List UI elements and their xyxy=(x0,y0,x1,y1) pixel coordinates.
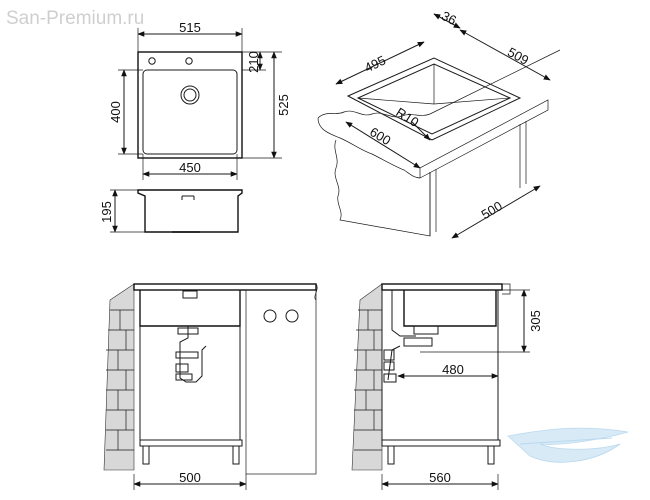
dim-36: 36 xyxy=(439,8,459,28)
watermark-text: San-Premium.ru xyxy=(6,8,144,29)
cabinet-front-view: 500 xyxy=(103,283,318,490)
bowl-outline xyxy=(142,69,238,155)
countertop-front xyxy=(133,283,317,291)
sink-outline xyxy=(137,51,243,159)
countertop-side xyxy=(381,283,503,291)
siphon-front xyxy=(179,326,207,383)
drain-inner xyxy=(183,88,197,102)
dim-195: 195 xyxy=(99,201,114,223)
dim-305: 305 xyxy=(528,310,543,332)
dim-r10: R10 xyxy=(393,105,421,130)
dim-500: 500 xyxy=(479,198,505,222)
tap-hole-right xyxy=(185,57,193,65)
cabinet-base-front xyxy=(139,439,243,447)
wall-left xyxy=(103,283,135,471)
cabinet-base-side xyxy=(381,439,501,447)
cabinet-side-view: 305 480 560 xyxy=(351,283,543,490)
tap-hole-left xyxy=(148,57,156,65)
isometric-view: 495 36 509 R10 600 500 xyxy=(317,8,561,239)
overflow-front xyxy=(182,290,198,299)
sink-side xyxy=(403,290,497,327)
knob-2 xyxy=(285,309,299,323)
leg-left-front xyxy=(142,445,150,465)
drain-outer xyxy=(180,85,200,105)
dim-509: 509 xyxy=(505,44,531,68)
knob-1 xyxy=(263,309,277,323)
dim-560: 560 xyxy=(429,470,451,485)
section-view: 195 xyxy=(99,189,243,233)
dim-495: 495 xyxy=(362,52,388,75)
leg-right-side xyxy=(487,445,495,465)
dim-400: 400 xyxy=(108,101,123,123)
dim-500-front: 500 xyxy=(179,470,201,485)
sink-front xyxy=(139,290,241,327)
wall-right xyxy=(351,283,383,471)
top-view: 515 525 210 400 450 xyxy=(108,20,291,180)
countertop-back-edge xyxy=(317,49,561,119)
dim-515: 515 xyxy=(179,20,201,35)
brand-logo xyxy=(507,427,629,463)
adjacent-cabinet xyxy=(245,289,317,475)
countertop-front-edge xyxy=(317,117,421,179)
leg-left-side xyxy=(387,445,395,465)
leg-right-front xyxy=(232,445,240,465)
dim-210: 210 xyxy=(246,51,261,73)
countertop-right-front xyxy=(419,99,549,179)
dim-525: 525 xyxy=(276,94,291,116)
sink-section xyxy=(137,189,243,233)
cabinet-left xyxy=(334,139,431,237)
dim-600: 600 xyxy=(367,124,393,148)
dim-480: 480 xyxy=(442,362,464,377)
overflow-pipe xyxy=(391,290,416,337)
dim-450: 450 xyxy=(179,160,201,175)
